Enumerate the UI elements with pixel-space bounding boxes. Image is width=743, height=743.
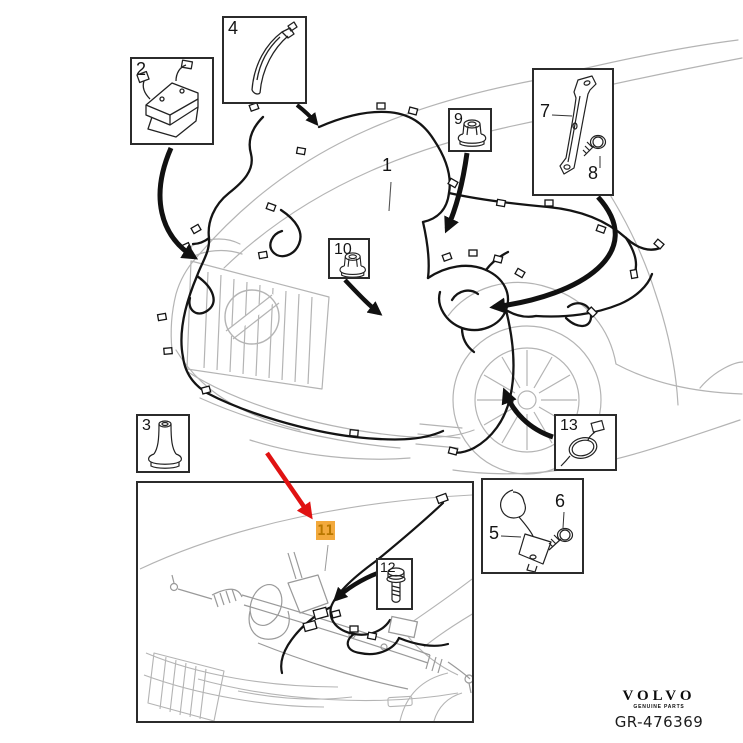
part-9-flange-nut-icon	[457, 119, 487, 147]
callout-box-13: 13	[554, 414, 617, 471]
part-12-bolt-icon	[386, 567, 406, 603]
highlight-11-badge[interactable]: 11	[316, 521, 335, 540]
callout-box-2: 2	[130, 57, 214, 145]
callout-box-3: 3	[136, 414, 190, 473]
callout-arrows	[157, 103, 618, 440]
callout-number-7: 7	[540, 101, 551, 121]
arrow-from-box-9	[444, 152, 470, 234]
part-7-bracket-and-part-8-bolt-icon	[551, 75, 607, 175]
part-3-grommet-icon	[148, 420, 182, 469]
label-1-leader-line	[388, 181, 392, 212]
harness-11-connectors	[302, 492, 449, 641]
volvo-iron-mark	[224, 289, 280, 345]
callout-number-12: 12	[380, 559, 396, 575]
arrow-from-box-4	[295, 103, 319, 126]
callout-box-7-8: 7 8	[532, 68, 614, 196]
callout-number-13: 13	[560, 417, 578, 434]
part-10-flange-nut-icon	[339, 252, 366, 277]
callout-box-10: 10	[328, 238, 370, 279]
arrow-from-box-7-8	[489, 195, 618, 314]
highlight-11-leader-line	[324, 544, 329, 572]
callout-number-8: 8	[588, 163, 599, 183]
volvo-logo: VOLVO	[622, 688, 696, 704]
callout-number-3: 3	[142, 417, 151, 434]
part-13-cable-loop-icon	[560, 419, 605, 467]
part-5-bracket-and-part-6-bolt-icon	[500, 489, 574, 572]
inset-detail-box	[136, 481, 474, 723]
callout-box-12: 12	[376, 558, 413, 610]
arrow-from-box-10	[343, 278, 383, 316]
genuine-parts-label: GENUINE PARTS	[633, 704, 685, 710]
callout-number-4: 4	[228, 18, 239, 38]
part-4-trim-strip-icon	[251, 21, 298, 95]
steering-harness-11-art	[280, 501, 450, 675]
steering-rack-art	[169, 551, 472, 694]
footer: VOLVO GENUINE PARTS GR-476369	[599, 688, 719, 731]
callout-1-text: 1	[382, 155, 393, 175]
arrow-from-box-2	[157, 146, 199, 260]
arrow-from-box-13	[501, 387, 554, 440]
callout-number-9: 9	[454, 111, 463, 128]
inset-car-context	[139, 494, 472, 721]
callout-number-2: 2	[136, 59, 147, 79]
arrow-from-box-12	[332, 570, 379, 603]
drawing-number: GR-476369	[614, 713, 704, 731]
callout-number-5: 5	[489, 523, 500, 543]
callout-box-5-6: 5 6	[481, 478, 584, 574]
callout-box-4: 4	[222, 16, 307, 104]
inset-line-art	[139, 492, 472, 721]
front-grille	[186, 260, 330, 390]
highlight-11-text: 11	[317, 522, 334, 539]
callout-number-6: 6	[555, 491, 566, 511]
callout-box-9: 9	[448, 108, 492, 152]
part-2-module-icon	[136, 59, 199, 138]
callout-number-1: 1	[382, 155, 392, 176]
front-wheel	[447, 281, 617, 475]
